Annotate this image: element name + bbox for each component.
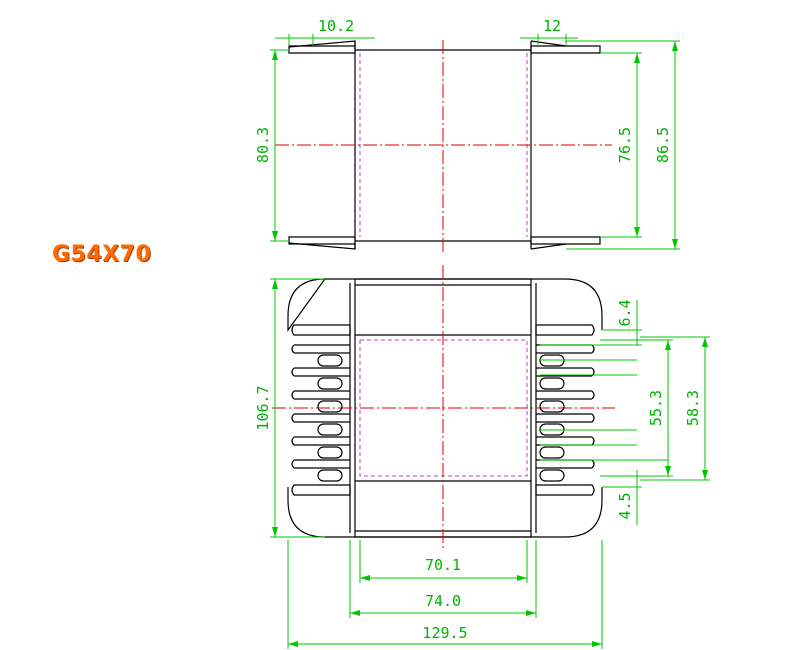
dim-text-70-1: 70.1 — [425, 556, 461, 574]
right-fin — [536, 436, 595, 446]
bottom-view — [272, 265, 615, 548]
left-fin — [291, 459, 350, 469]
dim-text-106-7: 106.7 — [254, 385, 272, 430]
top-view-dimensions — [270, 34, 680, 250]
dim-text-58-3: 58.3 — [684, 390, 702, 426]
left-fin — [291, 436, 350, 446]
right-fin — [536, 390, 595, 400]
right-pin-slot — [539, 469, 565, 482]
top-view — [275, 40, 612, 252]
left-pin-slot — [317, 469, 343, 482]
dim-text-6-4: 6.4 — [616, 299, 634, 326]
left-pin-slot — [317, 423, 343, 436]
right-fin — [536, 344, 595, 354]
left-comb-bottom-block — [291, 484, 351, 496]
dim-text-4-5: 4.5 — [616, 492, 634, 519]
dim-text-10-2: 10.2 — [318, 17, 354, 35]
top-flange-lower — [288, 236, 601, 245]
top-flange-upper — [288, 45, 601, 54]
right-fin — [536, 413, 595, 423]
left-pin-slot — [317, 377, 343, 390]
dim-text-86-5: 86.5 — [654, 127, 672, 163]
left-pin-comb — [291, 324, 351, 496]
left-fin — [291, 390, 350, 400]
dim-text-74-0: 74.0 — [425, 592, 461, 610]
left-pin-slot — [317, 400, 343, 413]
right-comb-bottom-block — [535, 484, 595, 496]
dim-text-12: 12 — [543, 17, 561, 35]
left-pin-slot — [317, 446, 343, 459]
bottom-view-dimensions — [270, 41, 710, 649]
right-pin-comb — [535, 324, 595, 496]
dim-text-80-3: 80.3 — [254, 127, 272, 163]
model-title: G54X70 — [52, 242, 152, 267]
dim-text-55-3: 55.3 — [647, 390, 665, 426]
right-fin — [536, 459, 595, 469]
left-fin — [291, 344, 350, 354]
dim-text-76-5: 76.5 — [616, 127, 634, 163]
left-fin — [291, 367, 350, 377]
right-pin-slot — [539, 400, 565, 413]
left-pin-slot — [317, 354, 343, 367]
left-comb-top-block — [291, 324, 351, 336]
dim-text-129-5: 129.5 — [422, 624, 467, 642]
right-pin-slot — [539, 377, 565, 390]
left-fin — [291, 413, 350, 423]
right-pin-slot — [539, 446, 565, 459]
right-comb-top-block — [535, 324, 595, 336]
